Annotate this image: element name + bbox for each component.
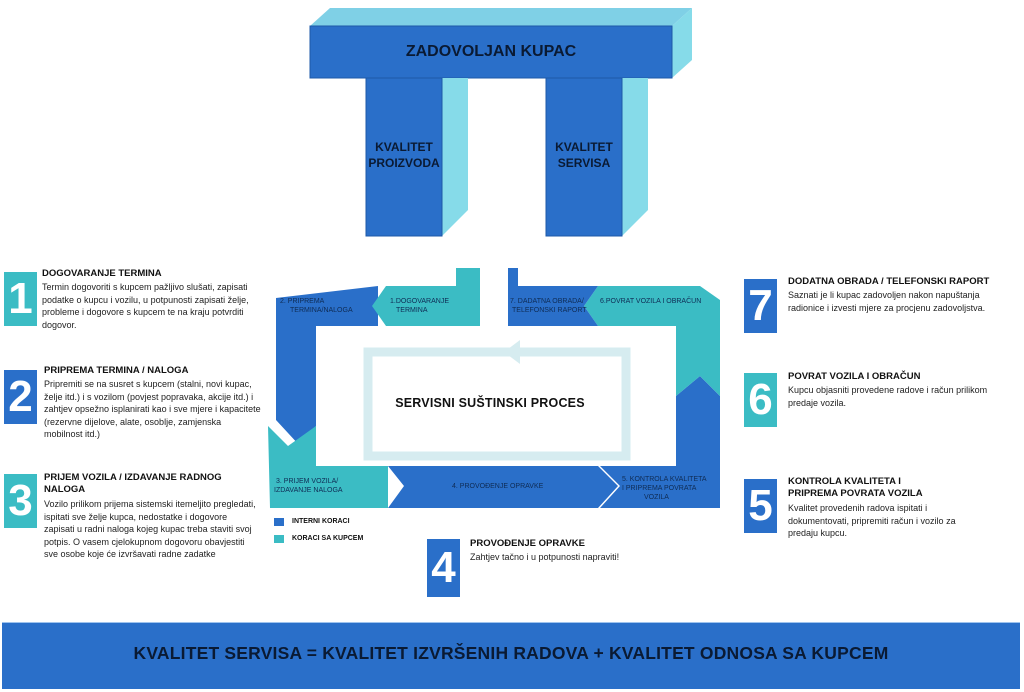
cycle-label-7-line2: TELEFONSKI RAPORT	[512, 307, 587, 314]
cycle-label-2-line2: TERMINA/NALOGA	[290, 307, 353, 314]
pillar-right-label-line1: KVALITET	[555, 140, 613, 154]
temple-diagram	[309, 8, 692, 237]
cycle-segment-5	[600, 376, 720, 508]
step-5-title: KONTROLA KVALITETA I PRIPREMA POVRATA VO…	[788, 476, 923, 499]
cycle-label-5-line3: VOZILA	[644, 494, 669, 501]
step-4-desc: Zahtjev tačno i u potpunosti napraviti!	[470, 552, 620, 562]
roof-front-face	[309, 25, 673, 79]
pillar-left-front	[365, 77, 443, 237]
pillar-left-label-line1: KVALITET	[375, 140, 433, 154]
cycle-center-title: SERVISNI SUŠTINSKI PROCES	[395, 396, 585, 410]
step-6-desc: Kupcu objasniti provedene radove i račun…	[788, 385, 988, 408]
footer-banner: KVALITET SERVISA = KVALITET IZVRŠENIH RA…	[2, 622, 1020, 689]
pillar-left-side	[442, 78, 468, 236]
step-2-desc: Pripremiti se na susret s kupcem (stalni…	[44, 379, 261, 439]
cycle-label-4: 4. PROVOĐENJE OPRAVKE	[452, 483, 544, 490]
cycle-segment-2	[276, 286, 378, 446]
pillar-right-label-line2: SERVISA	[557, 156, 611, 170]
step-3-desc: Vozilo prilikom prijema sistemski itemel…	[44, 499, 256, 559]
cycle-label-3-line1: 3. PRIJEM VOZILA/	[276, 478, 339, 485]
legend-customer-label: KORACI SA KUPCEM	[292, 535, 364, 542]
pillar-right-front	[545, 77, 623, 237]
step-1-title: DOGOVARANJE TERMINA	[42, 268, 162, 279]
cycle-label-5-line2: I PRIPREMA POVRATA	[622, 485, 697, 492]
legend-internal-label: INTERNI KORACI	[292, 518, 350, 525]
step-3-title: PRIJEM VOZILA / IZDAVANJE RADNOG NALOGA	[44, 472, 222, 495]
cycle-label-7-line1: 7. DADATNA OBRADA/	[510, 298, 584, 305]
step-5-number: 5	[744, 479, 777, 533]
step-5-desc: Kvalitet provedenih radova ispitati i do…	[788, 503, 956, 538]
cycle-segment-1	[372, 268, 480, 326]
step-4-number: 4	[427, 539, 460, 597]
inner-loop	[363, 347, 631, 461]
cycle-segment-7	[508, 268, 598, 326]
step-4-title: PROVOĐENJE OPRAVKE	[470, 538, 585, 549]
step-6-number: 6	[744, 373, 777, 427]
pillar-right-side	[622, 78, 648, 236]
step-3-number: 3	[4, 474, 37, 528]
step-6-title: POVRAT VOZILA I OBRAČUN	[788, 371, 921, 382]
step-7-title: DODATNA OBRADA / TELEFONSKI RAPORT	[788, 276, 990, 287]
roof-top-face	[310, 8, 692, 26]
cycle-diagram	[268, 268, 720, 543]
cycle-label-6: 6.POVRAT VOZILA I OBRAČUN	[600, 298, 702, 305]
footer-equation: KVALITET SERVISA = KVALITET IZVRŠENIH RA…	[133, 643, 889, 663]
cycle-segment-6	[584, 286, 720, 396]
cycle-label-2-line1: 2. PRIPREMA	[280, 298, 325, 305]
legend-customer-swatch	[274, 535, 284, 543]
step-1-number: 1	[4, 272, 37, 326]
step-2-title: PRIPREMA TERMINA / NALOGA	[44, 365, 189, 376]
step-7-number: 7	[744, 279, 777, 333]
cycle-label-1-line2: TERMINA	[396, 307, 428, 314]
inner-loop-arrow-icon	[504, 340, 520, 364]
step-7-desc: Saznati je li kupac zadovoljen nakon nap…	[788, 290, 986, 313]
roof-side-face	[672, 8, 692, 78]
cycle-segment-3	[268, 426, 388, 508]
cycle-label-1-line1: 1.DOGOVARANJE	[390, 298, 449, 305]
cycle-label-5-line1: 5. KONTROLA KVALITETA	[622, 476, 707, 483]
cycle-label-3-line2: IZDAVANJE NALOGA	[274, 487, 343, 494]
legend-internal-swatch	[274, 518, 284, 526]
pillar-left-label-line2: PROIZVODA	[368, 156, 440, 170]
step-2-number: 2	[4, 370, 37, 424]
step-1-desc: Termin dogovoriti s kupcem pažljivo sluš…	[42, 282, 249, 330]
cycle-segment-4	[388, 466, 618, 508]
roof-label: ZADOVOLJAN KUPAC	[405, 43, 577, 60]
